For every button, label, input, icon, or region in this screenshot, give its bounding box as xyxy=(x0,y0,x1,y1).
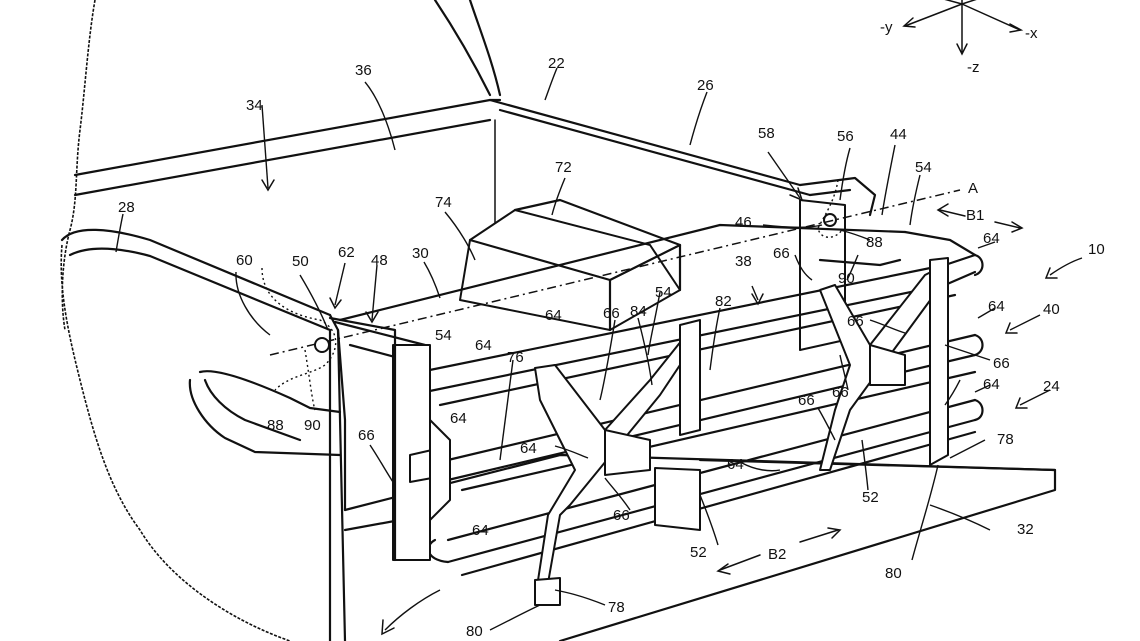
leader-lines xyxy=(115,67,996,631)
ref-32: 32 xyxy=(1017,521,1034,538)
ref-72: 72 xyxy=(555,159,572,176)
ref-24: 24 xyxy=(1043,378,1060,395)
ref-50: 50 xyxy=(292,253,309,270)
ref-66-h: 66 xyxy=(613,507,630,524)
axis-label-neg-z: -z xyxy=(967,59,980,76)
ref-22: 22 xyxy=(548,55,565,72)
ref-30: 30 xyxy=(412,245,429,262)
ref-64-i: 64 xyxy=(472,522,489,539)
ref-80-bottom: 80 xyxy=(466,623,483,640)
ref-54-top-right: 54 xyxy=(915,159,932,176)
direction-arrows xyxy=(381,203,1083,636)
ref-66-e: 66 xyxy=(832,384,849,401)
ref-66-d: 66 xyxy=(993,355,1010,372)
ref-26: 26 xyxy=(697,77,714,94)
ref-38: 38 xyxy=(735,253,752,270)
ref-56: 56 xyxy=(837,128,854,145)
ref-64-a: 64 xyxy=(983,230,1000,247)
ref-44: 44 xyxy=(890,126,907,143)
ref-74: 74 xyxy=(435,194,452,211)
ref-52-bottom: 52 xyxy=(690,544,707,561)
ref-88-left: 88 xyxy=(267,417,284,434)
ref-84: 84 xyxy=(630,303,647,320)
ref-64-e: 64 xyxy=(983,376,1000,393)
x-braces xyxy=(534,257,949,606)
ref-48: 48 xyxy=(371,252,388,269)
ref-52-right: 52 xyxy=(862,489,879,506)
ref-66-c: 66 xyxy=(847,313,864,330)
ref-54-mid: 54 xyxy=(655,284,672,301)
ref-62: 62 xyxy=(338,244,355,261)
ref-76: 76 xyxy=(507,349,524,366)
ref-40: 40 xyxy=(1043,301,1060,318)
ref-66-b: 66 xyxy=(603,305,620,322)
ref-34: 34 xyxy=(246,97,263,114)
ref-82: 82 xyxy=(715,293,732,310)
ref-b2: B2 xyxy=(768,546,786,563)
ref-46: 46 xyxy=(735,214,752,231)
ref-66-f: 66 xyxy=(798,392,815,409)
ref-10: 10 xyxy=(1088,241,1105,258)
ref-60: 60 xyxy=(236,252,253,269)
ref-66-g: 66 xyxy=(358,427,375,444)
ref-a-axis: A xyxy=(968,180,978,197)
ref-36: 36 xyxy=(355,62,372,79)
ref-80-right: 80 xyxy=(885,565,902,582)
ref-66-a: 66 xyxy=(773,245,790,262)
axis-label-neg-x: -x xyxy=(1025,25,1038,42)
tailgate-surface xyxy=(343,453,1057,641)
pivot-axis-a xyxy=(269,189,961,356)
storage-box xyxy=(459,198,682,332)
ref-88-right: 88 xyxy=(866,234,883,251)
ref-78-right: 78 xyxy=(997,431,1014,448)
ref-64-d: 64 xyxy=(475,337,492,354)
axis-label-neg-y: -y xyxy=(880,19,893,36)
ref-54-left: 54 xyxy=(435,327,452,344)
ref-64-h: 64 xyxy=(727,456,744,473)
ref-90-right: 90 xyxy=(838,270,855,287)
ref-90-left: 90 xyxy=(304,417,321,434)
axis-indicator xyxy=(902,0,1024,56)
ref-64-f: 64 xyxy=(450,410,467,427)
ref-28: 28 xyxy=(118,199,135,216)
reference-labels: -y -x -z 22 36 26 34 58 56 44 72 54 A 74… xyxy=(118,19,1105,640)
ref-64-c: 64 xyxy=(545,307,562,324)
ref-58: 58 xyxy=(758,125,775,142)
truck-body xyxy=(60,0,877,641)
pivot-details xyxy=(235,267,337,411)
ref-64-b: 64 xyxy=(988,298,1005,315)
ref-78-bottom: 78 xyxy=(608,599,625,616)
ref-64-g: 64 xyxy=(520,440,537,457)
ref-b1: B1 xyxy=(966,207,984,224)
left-end-plate xyxy=(328,316,451,562)
